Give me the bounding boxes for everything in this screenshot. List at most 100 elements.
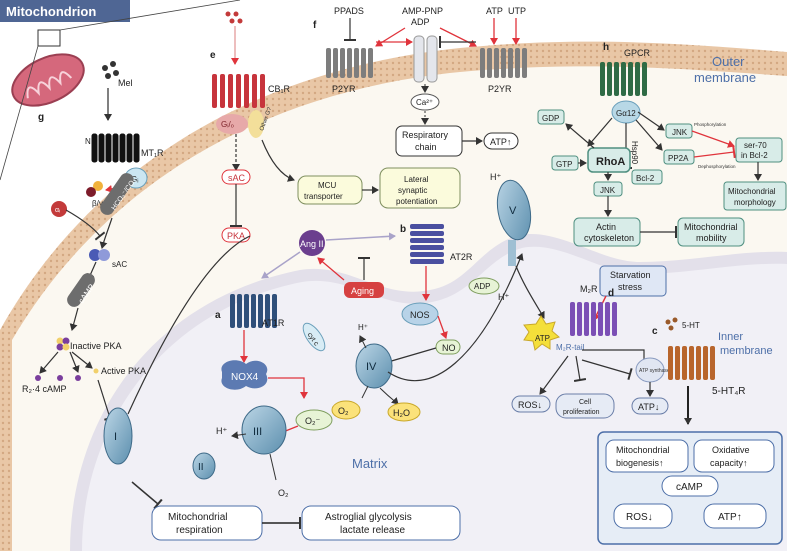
pp2a-label: PP2A (668, 154, 689, 163)
rhoa-to-gdp-arrow (565, 123, 595, 149)
beta-gamma-label: β/γ (92, 199, 103, 208)
ang2-ligand (299, 230, 325, 256)
h-plus-v-bottom: H⁺ (498, 292, 509, 302)
m2r-label: M₂R (580, 284, 598, 294)
r2-camp-label: R₂·4 cAMP (22, 384, 67, 394)
hco3-to-sac-arrow (99, 217, 113, 249)
amp-pnp-label: AMP-PNP (402, 6, 443, 16)
other-g-to-mcu (261, 139, 295, 182)
inactive-pka-icon (56, 337, 70, 351)
h-plus-v-top: H⁺ (490, 172, 501, 182)
mobility-label-1: Mitochondrial (684, 222, 738, 232)
nos-label: NOS (410, 310, 430, 320)
no-label: NO (442, 343, 456, 353)
nox4-shape (221, 360, 268, 390)
m2r-tail-label: M₂R-tail (556, 343, 585, 352)
actin-label-2: cytoskeleton (584, 233, 634, 243)
aging-to-ang2-arrow (317, 257, 345, 281)
oxidative-label-1: Oxidative (712, 445, 750, 455)
h-plus-iv: H⁺ (358, 323, 368, 332)
no-pill (435, 339, 461, 355)
rhoa-box (587, 147, 631, 173)
cell-prolif-label-2: proliferation (563, 409, 600, 416)
inner-membrane-label-1: Inner (718, 331, 743, 343)
iii-o2-line (269, 453, 277, 481)
starvation-box (599, 265, 667, 297)
o2-out-label: O₂ (278, 488, 289, 498)
inactive-pka-label: Inactive PKA (70, 341, 122, 351)
h2o-label: H₂O (393, 408, 410, 418)
biogenesis-pill (605, 439, 689, 473)
r2-dot-1 (35, 375, 41, 381)
r2-dot-3 (75, 375, 81, 381)
beta-gamma-subunit (93, 181, 103, 191)
lateral-label-2: synaptic (398, 186, 427, 195)
lateral-label-1: Lateral (404, 175, 429, 184)
outer-membrane-label-1: Outer (712, 54, 745, 69)
m2r-to-synthase-line (582, 349, 645, 360)
outer-membrane-label-2: membrane (694, 70, 756, 85)
p2yr-left-receptor (326, 48, 373, 78)
pka-e-label: PKA (227, 231, 245, 241)
camp-outcome-label: cAMP (676, 482, 703, 493)
ligand-dots-cb1r (225, 11, 243, 24)
atp-outcome-label: ATP↑ (718, 512, 742, 523)
pka-to-active-arrow (71, 351, 93, 369)
ca-channel (413, 35, 438, 83)
atp-top-label: ATP (486, 6, 503, 16)
cell-prolif-label-1: Cell (579, 399, 592, 406)
atp-outcome-pill (703, 503, 767, 529)
complex-iii-label: III (253, 426, 262, 438)
dephos-label: Dephosphorylation (698, 164, 736, 169)
gpcr-label: GPCR (624, 48, 651, 58)
p2yr-left-label: P2YR (332, 84, 356, 94)
mito-respiration-label-2: respiration (176, 525, 223, 536)
biogenesis-label-1: Mitochondrial (616, 445, 670, 455)
p2yr-right-label: P2YR (488, 84, 512, 94)
atp-down-pill (631, 397, 669, 415)
mt1r-n-terminus: N (85, 137, 91, 146)
ht4r-label: 5-HT₄R (712, 386, 746, 397)
h2o-oval (387, 402, 421, 422)
pka-e-to-complex (127, 235, 251, 415)
sac-e-label: sAC (228, 173, 246, 183)
jnk-lower-label: JNK (600, 186, 616, 195)
matrix-to-v-arrow (387, 253, 524, 382)
ser70-label-2: in Bcl-2 (741, 151, 768, 160)
at1r-label: AT1R (262, 318, 285, 328)
atp-up-label: ATP↑ (490, 137, 511, 147)
pka-e-pill (221, 227, 251, 243)
hsp90-label: Hsp90 (630, 141, 639, 165)
atp-burst (523, 315, 560, 351)
alpha-inhibits-sac (65, 209, 106, 241)
lateral-box (379, 167, 461, 209)
atp-down-label: ATP↓ (638, 402, 659, 412)
nos-to-no-arrow (437, 315, 448, 339)
nos-oval (401, 302, 439, 326)
gdp-box (537, 109, 565, 125)
complex-i-inhibits-respiration (131, 481, 163, 510)
camp-to-pka-arrow (69, 307, 79, 331)
complex-i-label: I (114, 431, 117, 443)
m2r-to-ros-arrow (539, 355, 569, 395)
biogenesis-label-2: biogenesis↑ (616, 458, 664, 468)
mcu-label-1: MCU (318, 181, 336, 190)
actin-label-1: Actin (596, 222, 616, 232)
adp-oval (468, 277, 500, 295)
ga12-to-jnk (637, 111, 665, 131)
ros-down-pill (511, 395, 551, 413)
gio-protein (216, 114, 248, 134)
ros-outcome-pill (613, 503, 673, 529)
ros-down-label: ROS↓ (518, 400, 542, 410)
o2-oval (331, 400, 361, 420)
at2r-receptor (410, 224, 444, 264)
rhoa-label: RhoA (596, 156, 625, 168)
morphology-box (723, 181, 787, 211)
mel-label: Mel (118, 78, 133, 88)
panel-label-d: d (608, 288, 614, 299)
bcl2-label: Bcl-2 (636, 174, 655, 183)
nox4-label: NOX4 (231, 372, 259, 383)
panel-label-g: g (38, 112, 44, 123)
ga12-to-pp2a (635, 119, 663, 151)
